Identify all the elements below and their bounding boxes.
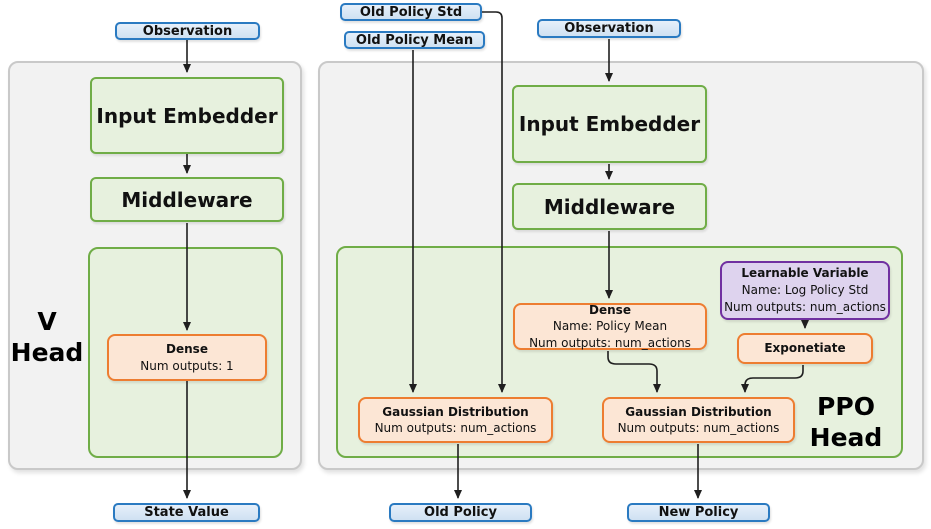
node-dense-policy-mean: Dense Name: Policy Mean Num outputs: num… xyxy=(513,303,707,350)
node-old-policy: Old Policy xyxy=(389,503,532,522)
node-old-policy-mean: Old Policy Mean xyxy=(344,31,485,49)
node-observation-v: Observation xyxy=(115,22,260,40)
dense-policy-mean-title: Dense xyxy=(589,303,631,318)
gaussian-new-line1: Num outputs: num_actions xyxy=(617,421,780,435)
ppo-head-label-line1: PPO xyxy=(817,392,875,421)
ppo-head-label-line2: Head xyxy=(809,423,883,452)
gaussian-old-title: Gaussian Distribution xyxy=(382,404,529,419)
node-exponetiate: Exponetiate xyxy=(737,333,873,364)
node-dense-v: Dense Num outputs: 1 xyxy=(107,334,267,381)
dense-v-line1: Num outputs: 1 xyxy=(140,358,234,373)
node-input-embedder-ppo: Input Embedder xyxy=(512,85,707,163)
v-head-label-line2: Head xyxy=(10,338,84,367)
learnable-variable-title: Learnable Variable xyxy=(741,266,869,281)
node-gaussian-distribution-old: Gaussian Distribution Num outputs: num_a… xyxy=(358,397,553,443)
learnable-variable-line1: Name: Log Policy Std xyxy=(741,283,869,298)
ppo-head-label: PPO Head xyxy=(804,391,888,453)
node-middleware-ppo: Middleware xyxy=(512,183,707,230)
node-input-embedder-v: Input Embedder xyxy=(90,77,284,154)
node-old-policy-std: Old Policy Std xyxy=(340,3,482,21)
node-state-value: State Value xyxy=(113,503,260,522)
v-head-label: V Head xyxy=(6,306,88,368)
node-gaussian-distribution-new: Gaussian Distribution Num outputs: num_a… xyxy=(602,397,795,443)
gaussian-new-title: Gaussian Distribution xyxy=(625,404,772,419)
node-middleware-v: Middleware xyxy=(90,177,284,222)
node-new-policy: New Policy xyxy=(627,503,770,522)
dense-v-title: Dense xyxy=(166,342,208,357)
node-learnable-variable: Learnable Variable Name: Log Policy Std … xyxy=(720,261,890,320)
learnable-variable-line2: Num outputs: num_actions xyxy=(724,299,886,314)
gaussian-old-line1: Num outputs: num_actions xyxy=(374,421,537,435)
v-head-label-line1: V xyxy=(37,307,57,336)
dense-policy-mean-line1: Name: Policy Mean xyxy=(552,319,668,334)
dense-policy-mean-line2: Num outputs: num_actions xyxy=(529,335,691,350)
exponetiate-label: Exponetiate xyxy=(764,341,846,356)
node-observation-ppo: Observation xyxy=(537,19,681,38)
